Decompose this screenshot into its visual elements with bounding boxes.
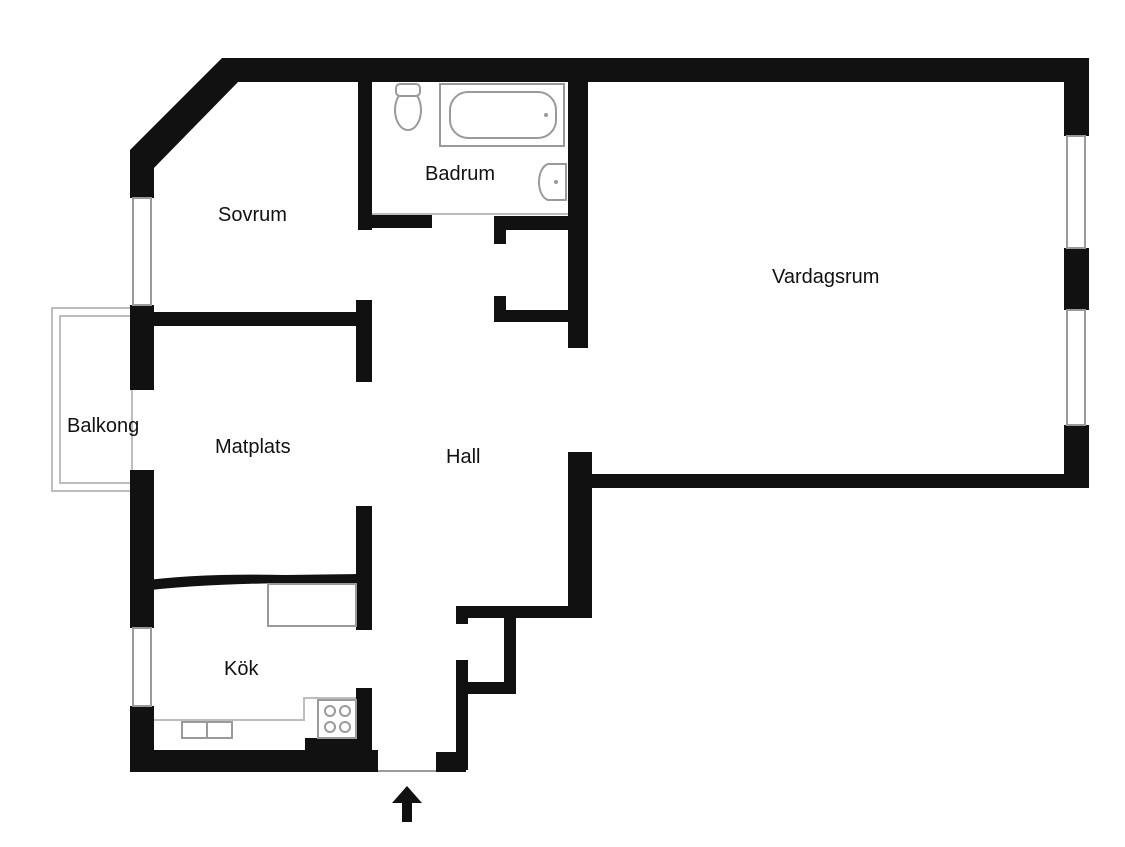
sink-icon [538,163,567,201]
interior-walls [134,80,588,752]
room-label-badrum: Badrum [425,163,495,185]
kitchen-fixtures [154,583,357,739]
entrance-arrow-icon [392,786,422,822]
room-label-matplats: Matplats [215,436,291,458]
room-label-kok: Kök [224,658,259,680]
room-label-sovrum: Sovrum [218,204,287,226]
kitchen-sink-icon [181,721,233,739]
room-label-vardagsrum: Vardagsrum [772,266,879,288]
outer-walls [130,58,1089,772]
windows [132,135,1086,707]
stove-icon [317,699,357,739]
toilet-icon [394,83,422,131]
balcony-outline [51,307,133,492]
bathtub-icon [439,83,565,147]
room-label-balkong: Balkong [67,415,139,437]
bathroom-fixtures [372,83,568,215]
room-label-hall: Hall [446,446,480,468]
